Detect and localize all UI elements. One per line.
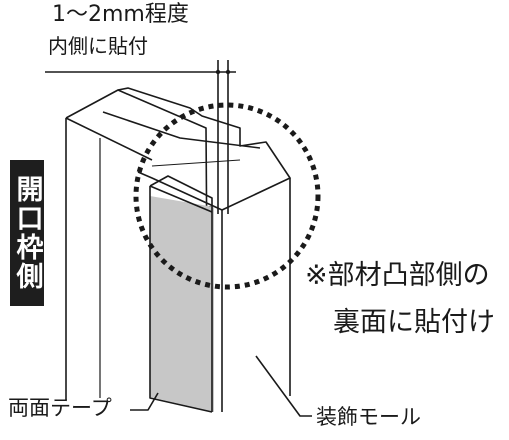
- gap-dimension-label: 1～2mm程度: [52, 2, 189, 27]
- note-line-1: ※部材凸部側の: [305, 260, 490, 291]
- decorative-molding-label: 装飾モール: [316, 405, 421, 429]
- double-sided-tape-label: 両面テープ: [8, 396, 112, 420]
- molding-leader-line: [255, 355, 312, 417]
- side-label-text: 開口枠側: [11, 175, 43, 291]
- dimension-guide: [45, 60, 236, 214]
- tape-leader-line: [130, 392, 159, 411]
- highlight-circle: [133, 102, 321, 290]
- double-sided-tape: [149, 175, 214, 413]
- note-line-2: 裏面に貼付け: [333, 307, 495, 338]
- opening-frame-side-label: 開口枠側: [10, 160, 44, 306]
- inner-side-label: 内側に貼付: [48, 34, 148, 58]
